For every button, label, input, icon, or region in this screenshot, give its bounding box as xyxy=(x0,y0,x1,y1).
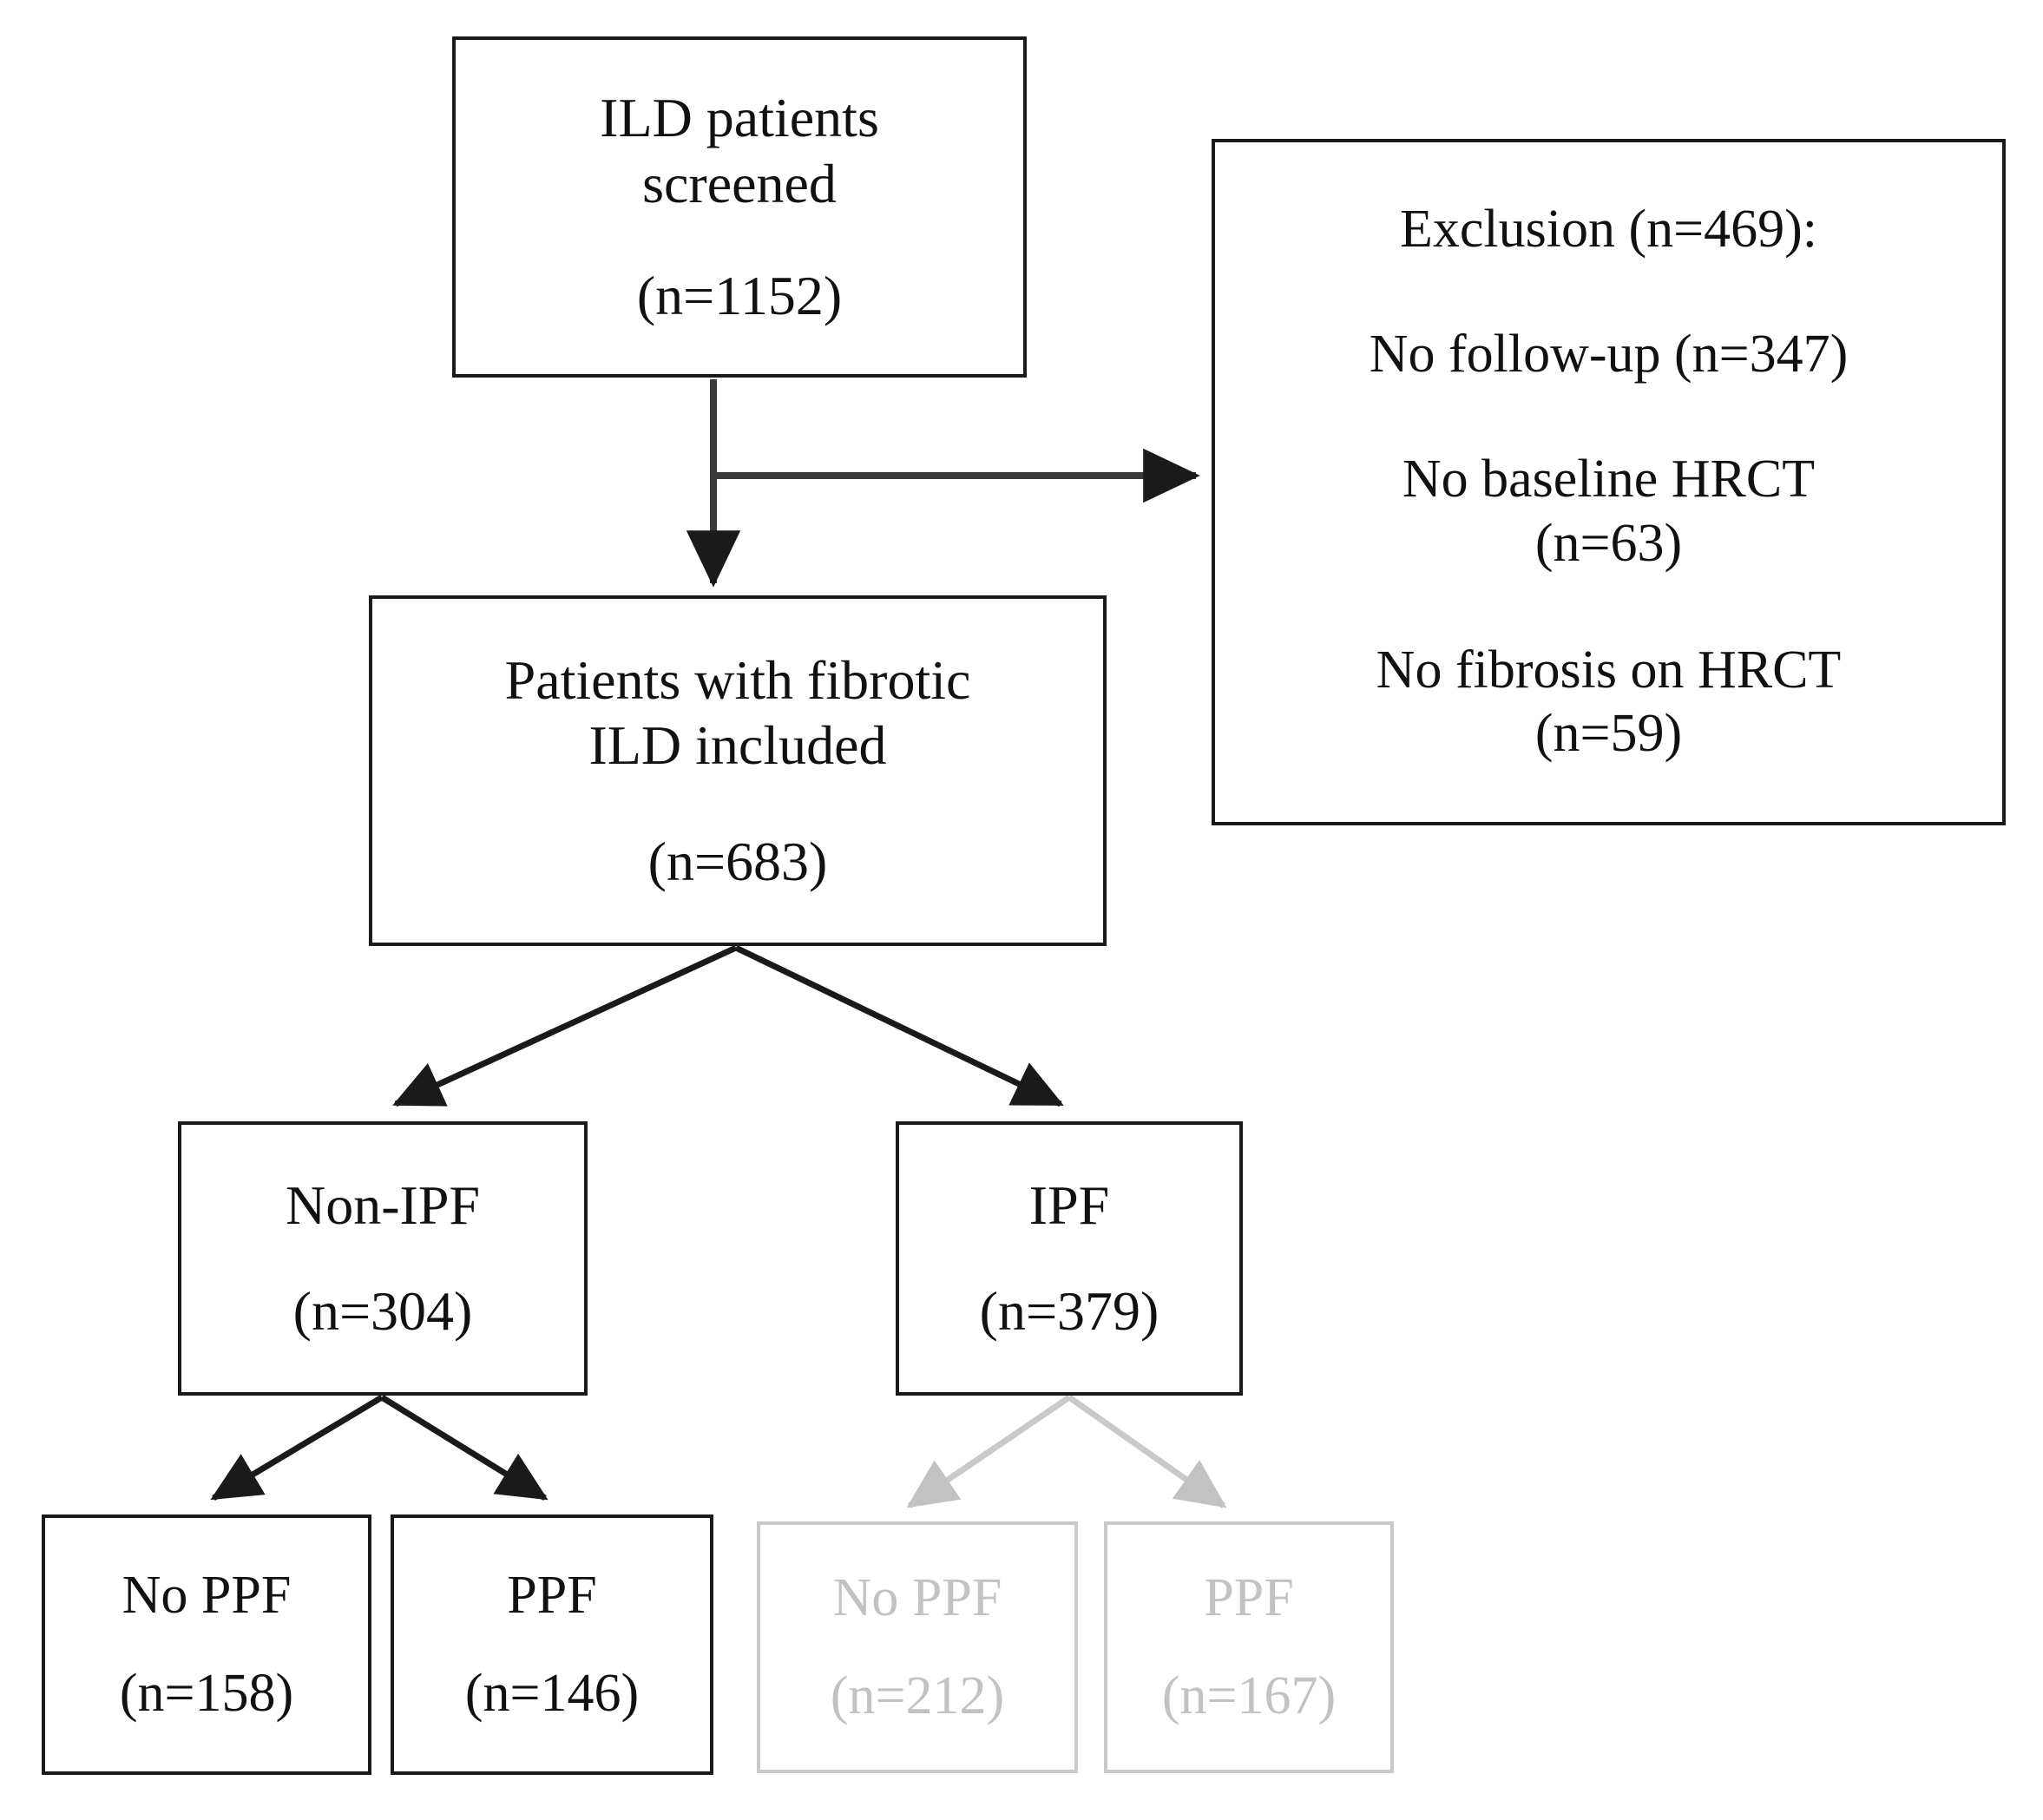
exclusion-item-no-baseline-hrct-count: (n=63) xyxy=(1534,513,1683,573)
node-ipf-label: IPF xyxy=(1028,1174,1110,1237)
edge-nonipf-to-ppf xyxy=(380,1395,549,1501)
node-ipf-ppf-count: (n=167) xyxy=(1161,1666,1337,1725)
node-non-ipf-no-ppf-count: (n=158) xyxy=(119,1664,294,1723)
exclusion-item-no-follow-up: No follow-up (n=347) xyxy=(1369,324,1849,384)
node-ipf-count: (n=379) xyxy=(979,1280,1159,1342)
node-non-ipf-no-ppf-label: No PPF xyxy=(122,1565,292,1625)
exclusion-header: Exclusion (n=469): xyxy=(1400,199,1817,259)
node-fibrotic-ild-included[interactable]: Patients with fibrotic ILD included (n=6… xyxy=(369,595,1107,946)
exclusion-item-no-fibrosis-on-hrct: No fibrosis on HRCT (n=59) xyxy=(1376,639,1842,765)
node-non-ipf-no-ppf[interactable]: No PPF (n=158) xyxy=(42,1514,371,1775)
node-non-ipf-ppf-label: PPF xyxy=(507,1565,597,1625)
node-non-ipf-label: Non-IPF xyxy=(285,1174,481,1237)
exclusion-item-no-baseline-hrct: No baseline HRCT (n=63) xyxy=(1403,448,1815,575)
node-ipf-ppf[interactable]: PPF (n=167) xyxy=(1104,1521,1394,1773)
edge-included-to-nonipf xyxy=(392,944,738,1107)
exclusion-item-no-baseline-hrct-label: No baseline HRCT xyxy=(1402,450,1816,509)
node-included-line2: ILD included xyxy=(588,714,887,777)
node-non-ipf[interactable]: Non-IPF (n=304) xyxy=(178,1121,588,1396)
node-ipf-no-ppf[interactable]: No PPF (n=212) xyxy=(757,1521,1078,1773)
node-ipf-no-ppf-label: No PPF xyxy=(832,1567,1002,1627)
node-included-line1: Patients with fibrotic xyxy=(504,648,971,711)
node-ipf-no-ppf-count: (n=212) xyxy=(830,1666,1005,1725)
node-non-ipf-ppf[interactable]: PPF (n=146) xyxy=(391,1514,713,1775)
edge-ipf-to-noppf xyxy=(906,1395,1071,1508)
node-non-ipf-count: (n=304) xyxy=(292,1280,473,1342)
node-ipf[interactable]: IPF (n=379) xyxy=(896,1121,1243,1396)
node-screened-count: (n=1152) xyxy=(636,265,843,327)
node-screened-line2: screened xyxy=(642,152,837,214)
exclusion-item-no-fibrosis-on-hrct-label: No fibrosis on HRCT xyxy=(1376,641,1842,700)
node-included-count: (n=683) xyxy=(647,830,828,892)
node-non-ipf-ppf-count: (n=146) xyxy=(464,1664,640,1723)
edge-included-to-ipf xyxy=(734,944,1064,1107)
node-screened-line1: ILD patients xyxy=(600,87,879,149)
node-exclusion[interactable]: Exclusion (n=469): No follow-up (n=347) … xyxy=(1212,139,2006,825)
node-ipf-ppf-label: PPF xyxy=(1204,1567,1294,1627)
node-ild-patients-screened[interactable]: ILD patients screened (n=1152) xyxy=(452,36,1027,378)
edge-nonipf-to-noppf xyxy=(210,1394,384,1501)
exclusion-item-no-fibrosis-on-hrct-count: (n=59) xyxy=(1534,704,1683,764)
edge-ipf-to-ppf xyxy=(1067,1395,1227,1508)
